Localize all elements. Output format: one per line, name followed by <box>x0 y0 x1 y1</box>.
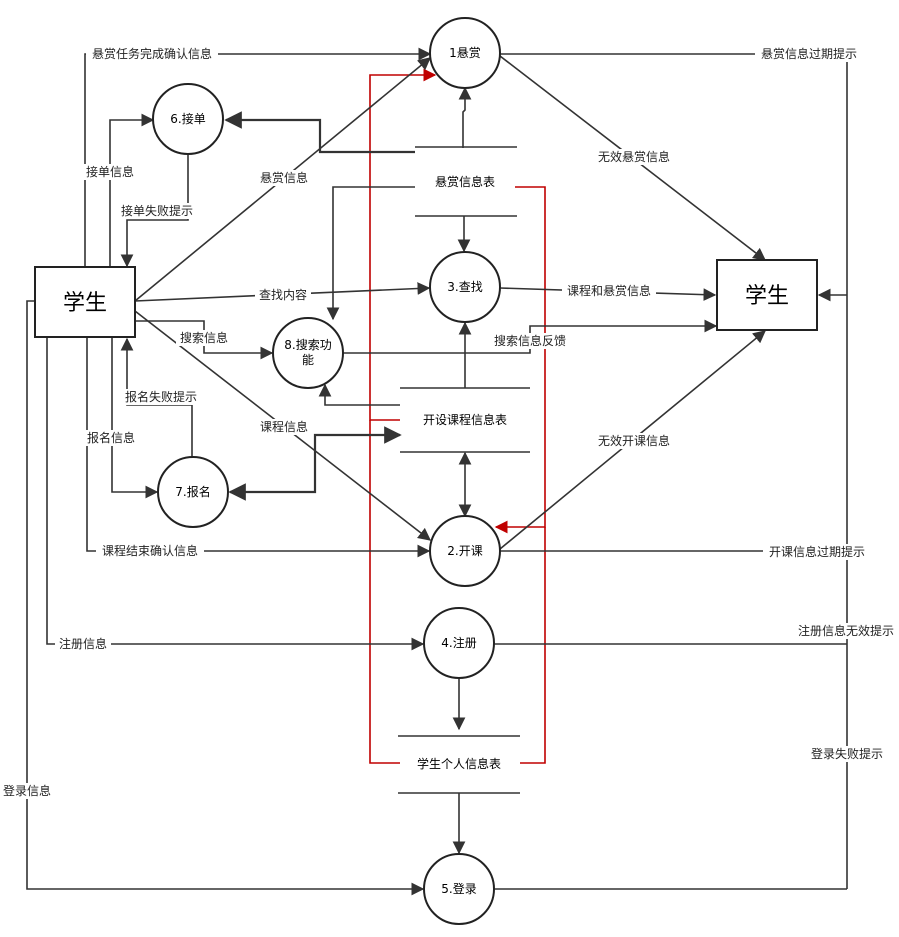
entity-right-label: 学生 <box>745 284 789 309</box>
process-search: 8.搜索功 能 <box>272 317 344 389</box>
entity-left-label: 学生 <box>63 291 107 316</box>
process-login-label: 5.登录 <box>441 881 476 896</box>
flow-invalid-course: 无效开课信息 <box>598 433 670 448</box>
flow-login-info: 登录信息 <box>3 783 51 798</box>
flow-signup-info: 报名信息 <box>87 430 135 445</box>
red-connectors <box>369 68 546 764</box>
process-reward-label: 1悬赏 <box>449 46 481 60</box>
flow-course-end: 课程结束确认信息 <box>102 543 198 558</box>
entity-student-left: 学生 <box>34 266 136 338</box>
flow-signup-fail: 报名失败提示 <box>125 389 197 404</box>
flow-course-info: 课程信息 <box>260 419 308 434</box>
process-login: 5.登录 <box>423 853 495 925</box>
flow-take-order-info: 接单信息 <box>86 164 134 179</box>
process-take-order: 6.接单 <box>152 83 224 155</box>
store-course-table: 开设课程信息表 <box>400 387 530 453</box>
process-open-course-label: 2.开课 <box>447 544 482 558</box>
store-reward-label: 悬赏信息表 <box>435 174 495 189</box>
process-find: 3.查找 <box>429 251 501 323</box>
flow-search-feedback: 搜索信息反馈 <box>494 333 566 348</box>
entity-student-right: 学生 <box>716 259 818 331</box>
process-search-label-2: 能 <box>302 353 314 367</box>
flow-reward-info: 悬赏信息 <box>260 170 308 185</box>
flow-search-info: 搜索信息 <box>180 330 228 345</box>
flow-register-info: 注册信息 <box>59 636 107 651</box>
store-reward-table: 悬赏信息表 <box>415 146 517 217</box>
process-signup: 7.报名 <box>157 456 229 528</box>
process-take-order-label: 6.接单 <box>170 111 205 126</box>
process-search-label-1: 8.搜索功 <box>284 337 331 352</box>
process-register-label: 4.注册 <box>441 635 476 650</box>
process-reward: 1悬赏 <box>429 17 501 89</box>
store-course-label: 开设课程信息表 <box>423 412 507 427</box>
flow-reward-expire: 悬赏信息过期提示 <box>761 46 857 61</box>
flow-register-invalid: 注册信息无效提示 <box>798 623 894 638</box>
process-find-label: 3.查找 <box>447 280 482 294</box>
process-signup-label: 7.报名 <box>175 484 210 499</box>
flow-labels: 悬赏任务完成确认信息 悬赏信息 接单信息 接单失败提示 查找内容 搜索信息 报名… <box>0 46 899 799</box>
flow-reward-done: 悬赏任务完成确认信息 <box>92 46 212 61</box>
store-student-label: 学生个人信息表 <box>417 756 501 771</box>
flow-course-expire: 开课信息过期提示 <box>769 544 865 559</box>
flow-search-content: 查找内容 <box>259 287 307 302</box>
flow-invalid-reward: 无效悬赏信息 <box>598 149 670 164</box>
flow-login-fail: 登录失败提示 <box>811 746 883 761</box>
flow-take-order-fail: 接单失败提示 <box>121 203 193 218</box>
flow-course-and-reward: 课程和悬赏信息 <box>567 283 651 298</box>
store-student-table: 学生个人信息表 <box>398 735 520 794</box>
process-open-course: 2.开课 <box>429 515 501 587</box>
process-register: 4.注册 <box>423 607 495 679</box>
